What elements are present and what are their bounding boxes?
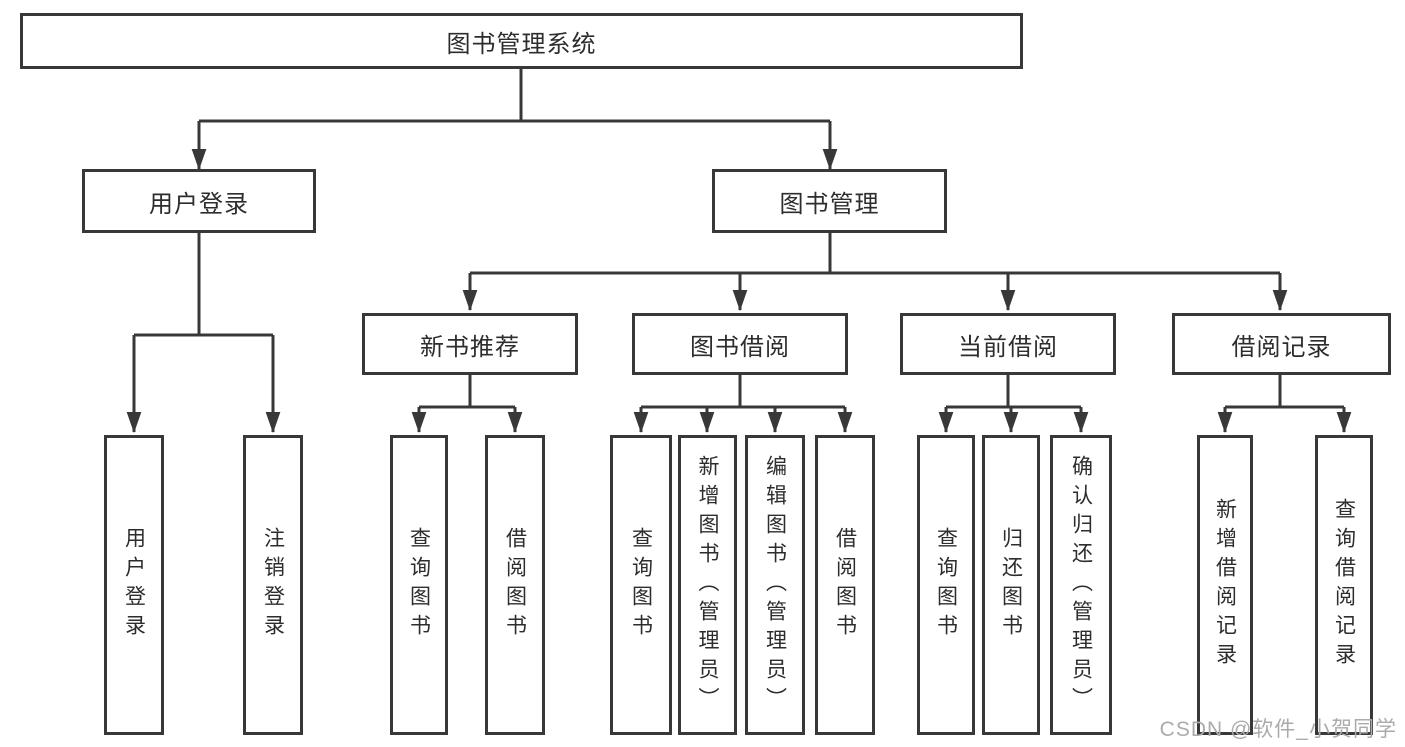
- node-label: 注销登录: [261, 527, 285, 643]
- node-label: 借阅图书: [503, 527, 527, 643]
- node-label: 确认归还（管理员）: [1069, 454, 1093, 716]
- leaf-borrow-books-2: 借阅图书: [815, 435, 875, 735]
- leaf-query-books-3: 查询图书: [917, 435, 975, 735]
- node-label: 借阅图书: [833, 527, 857, 643]
- leaf-user-login: 用户登录: [104, 435, 164, 735]
- leaf-return-book: 归还图书: [982, 435, 1040, 735]
- node-label: 查询图书: [934, 527, 958, 643]
- node-borrow-records: 借阅记录: [1172, 313, 1391, 375]
- leaf-query-books-1: 查询图书: [390, 435, 448, 735]
- leaf-edit-book-admin: 编辑图书（管理员）: [745, 435, 805, 735]
- node-book-borrow: 图书借阅: [632, 313, 848, 375]
- node-label: 用户登录: [122, 527, 146, 643]
- node-label: 新增图书（管理员）: [696, 454, 719, 716]
- leaf-borrow-books-1: 借阅图书: [485, 435, 545, 735]
- node-label: 编辑图书（管理员）: [763, 454, 787, 716]
- node-current-borrow: 当前借阅: [900, 313, 1116, 375]
- node-user-login: 用户登录: [82, 169, 316, 233]
- node-label: 借阅记录: [1231, 333, 1332, 361]
- leaf-confirm-return-admin: 确认归还（管理员）: [1050, 435, 1112, 735]
- node-label: 查询图书: [407, 527, 431, 643]
- leaf-logout: 注销登录: [243, 435, 303, 735]
- node-label: 用户登录: [149, 190, 249, 218]
- node-label: 当前借阅: [958, 333, 1058, 361]
- node-system-root: 图书管理系统: [20, 13, 1023, 69]
- node-book-management: 图书管理: [712, 169, 947, 233]
- node-label: 新书推荐: [420, 333, 520, 361]
- node-label: 查询图书: [629, 527, 653, 643]
- node-new-book-recommend: 新书推荐: [362, 313, 578, 375]
- node-label: 图书管理系统: [446, 30, 597, 58]
- csdn-watermark: CSDN @软件_小贺同学: [1159, 718, 1397, 741]
- node-label: 图书管理: [779, 190, 880, 218]
- leaf-query-borrow-record: 查询借阅记录: [1315, 435, 1373, 735]
- leaf-add-borrow-record: 新增借阅记录: [1197, 435, 1253, 735]
- node-label: 查询借阅记录: [1332, 498, 1356, 672]
- node-label: 图书借阅: [690, 333, 790, 361]
- node-label: 新增借阅记录: [1213, 498, 1237, 672]
- node-label: 归还图书: [999, 527, 1023, 643]
- leaf-query-books-2: 查询图书: [610, 435, 672, 735]
- leaf-add-book-admin: 新增图书（管理员）: [678, 435, 737, 735]
